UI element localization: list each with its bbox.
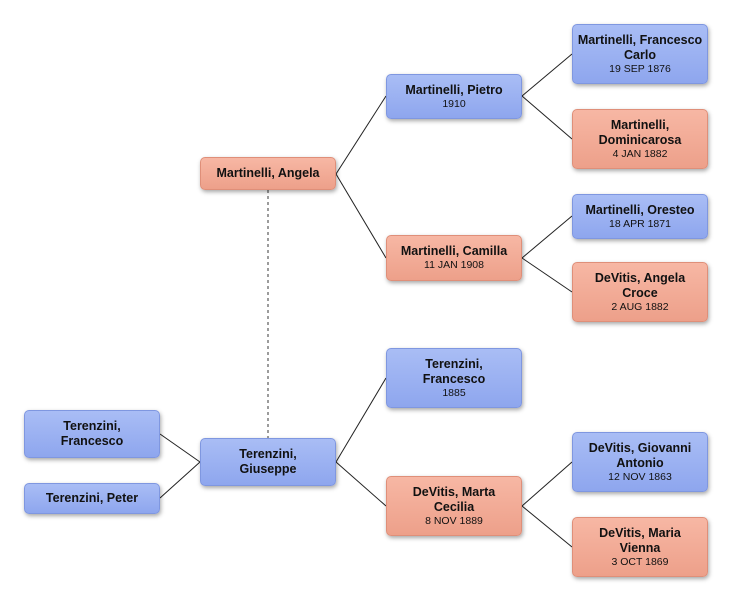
- person-name: Terenzini, Francesco: [60, 419, 124, 448]
- person-name: Terenzini, Peter: [45, 491, 139, 505]
- person-date: 1885: [442, 386, 466, 399]
- person-terenzini-francesco-father[interactable]: Terenzini, Francesco 1885: [386, 348, 522, 408]
- person-name: DeVitis, Angela Croce: [594, 270, 686, 300]
- person-terenzini-francesco-child[interactable]: Terenzini, Francesco: [24, 410, 160, 458]
- person-date: 8 NOV 1889: [425, 514, 483, 527]
- person-name: DeVitis, Giovanni Antonio: [588, 440, 692, 470]
- person-date: 4 JAN 1882: [612, 147, 668, 160]
- connector-line: [521, 215, 573, 259]
- person-name: Martinelli, Camilla: [400, 244, 508, 258]
- person-date: 11 JAN 1908: [424, 259, 484, 271]
- connector-line: [335, 461, 387, 507]
- person-name: Martinelli, Oresteo: [585, 202, 695, 217]
- connector-line: [335, 95, 387, 175]
- connector-line: [521, 461, 573, 507]
- person-name: Martinelli, Francesco Carlo: [577, 32, 703, 62]
- person-name: Martinelli, Dominicarosa: [598, 117, 682, 147]
- person-date: 19 SEP 1876: [609, 62, 671, 75]
- person-date: 1910: [442, 97, 466, 110]
- person-name: DeVitis, Maria Vienna: [599, 525, 681, 555]
- connector-line: [521, 505, 573, 548]
- person-martinelli-camilla[interactable]: Martinelli, Camilla 11 JAN 1908: [386, 235, 522, 281]
- person-martinelli-francesco-carlo[interactable]: Martinelli, Francesco Carlo 19 SEP 1876: [572, 24, 708, 84]
- person-martinelli-dominicarosa[interactable]: Martinelli, Dominicarosa 4 JAN 1882: [572, 109, 708, 169]
- person-devitis-maria-vienna[interactable]: DeVitis, Maria Vienna 3 OCT 1869: [572, 517, 708, 577]
- person-martinelli-angela[interactable]: Martinelli, Angela: [200, 157, 336, 190]
- person-name: Martinelli, Pietro: [405, 82, 503, 97]
- person-date: 12 NOV 1863: [608, 470, 672, 483]
- person-name: Martinelli, Angela: [216, 166, 320, 180]
- person-devitis-giovanni-antonio[interactable]: DeVitis, Giovanni Antonio 12 NOV 1863: [572, 432, 708, 492]
- person-devitis-marta-cecilia[interactable]: DeVitis, Marta Cecilia 8 NOV 1889: [386, 476, 522, 536]
- connector-line: [521, 257, 573, 293]
- connector-line: [521, 95, 573, 140]
- connector-line: [335, 173, 387, 259]
- person-date: 2 AUG 1882: [611, 300, 669, 313]
- person-martinelli-oresteo[interactable]: Martinelli, Oresteo 18 APR 1871: [572, 194, 708, 239]
- person-name: Terenzini, Francesco: [422, 356, 486, 386]
- person-date: 3 OCT 1869: [611, 555, 669, 568]
- connector-line: [159, 461, 201, 499]
- person-date: 18 APR 1871: [609, 217, 671, 230]
- person-martinelli-pietro[interactable]: Martinelli, Pietro 1910: [386, 74, 522, 119]
- person-name: DeVitis, Marta Cecilia: [412, 484, 496, 514]
- connector-line: [335, 377, 387, 463]
- person-terenzini-peter[interactable]: Terenzini, Peter: [24, 483, 160, 514]
- person-name: Terenzini, Giuseppe: [239, 447, 297, 476]
- person-terenzini-giuseppe[interactable]: Terenzini, Giuseppe: [200, 438, 336, 486]
- connector-line: [521, 53, 573, 97]
- person-devitis-angela-croce[interactable]: DeVitis, Angela Croce 2 AUG 1882: [572, 262, 708, 322]
- connector-line: [159, 433, 201, 463]
